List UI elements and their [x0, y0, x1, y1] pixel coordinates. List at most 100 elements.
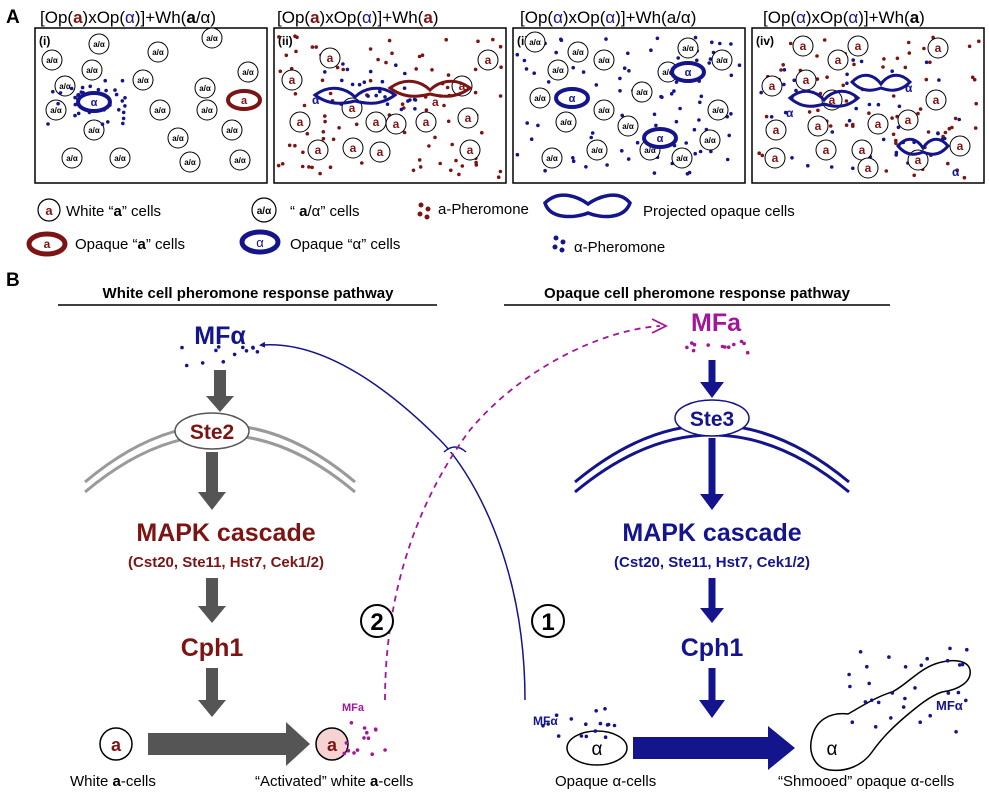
cell-glyph: a/α [137, 76, 149, 85]
white-pheromone-dots [180, 345, 260, 368]
pheromone-dot [546, 722, 550, 726]
pheromone-dot [374, 728, 378, 732]
pheromone-dot [605, 163, 609, 167]
pheromone-dot [635, 140, 640, 145]
white-aalpha-cell [167, 127, 189, 149]
cell-glyph: a/α [93, 40, 105, 49]
pheromone-dot [954, 730, 958, 734]
legend-alpha-pheromone-dot [559, 247, 565, 253]
cell-glyph: a [467, 143, 474, 157]
signal-1-arrow [259, 341, 526, 701]
pheromone-dot [584, 734, 589, 739]
opaque-pathway-title: Opaque cell pheromone response pathway [544, 285, 851, 302]
white-aalpha-cell [529, 87, 551, 109]
projected-cell-glyph: α [905, 81, 913, 95]
white-a-cell [415, 111, 437, 133]
shmooed-alpha-cell [810, 659, 971, 772]
pheromone-dot [867, 102, 872, 107]
pheromone-dot [121, 110, 126, 115]
pheromone-dot [366, 736, 371, 740]
pheromone-dot [314, 45, 319, 49]
legend-opaque-alpha-label: Opaque “α” cells [290, 236, 400, 253]
white-a-cell [319, 47, 341, 69]
pheromone-dot [956, 690, 961, 695]
pheromone-dot [341, 67, 346, 72]
pheromone-dot [729, 42, 733, 46]
pheromone-dot [430, 68, 434, 72]
pheromone-dot [88, 84, 92, 89]
pheromone-dot [903, 665, 908, 669]
pheromone-dot [947, 126, 952, 131]
pheromone-dot [887, 655, 891, 659]
pheromone-dot [674, 119, 679, 124]
white-aalpha-cell [149, 99, 171, 121]
white-a-cell [925, 89, 947, 111]
pheromone-dot [674, 80, 679, 84]
shmooed-alpha-glyph: α [827, 739, 838, 760]
pheromone-dot [300, 164, 305, 169]
pheromone-dot [424, 108, 429, 112]
pheromone-dot [806, 163, 810, 168]
pheromone-dot [693, 151, 697, 156]
ste2-receptor [174, 412, 250, 450]
pheromone-dot [919, 663, 924, 668]
cell-glyph: a [815, 119, 822, 133]
pheromone-dot [816, 108, 820, 113]
white-a-cell [764, 147, 786, 169]
white-a-cell [761, 75, 783, 97]
white-aalpha-cell [617, 115, 639, 137]
pheromone-dot [120, 78, 125, 83]
panel-i-frame [34, 27, 268, 184]
pheromone-dot [221, 360, 226, 364]
white-aalpha-cell [179, 151, 201, 173]
white-a-cell [307, 139, 329, 161]
pheromone-dot [618, 89, 622, 93]
pheromone-dot [699, 94, 704, 99]
pheromone-dot [294, 49, 298, 54]
pheromone-dot [884, 169, 889, 173]
pheromone-dot [402, 130, 407, 135]
pheromone-dot [781, 63, 785, 67]
white-mapk-components: (Cst20, Ste11, Hst7, Cek1/2) [128, 554, 324, 571]
pheromone-dot [830, 130, 835, 134]
pheromone-dot [442, 103, 446, 108]
panel-a-letter: A [6, 7, 20, 28]
projected-opaque-cell [787, 89, 861, 108]
white-aalpha-cell [631, 81, 653, 103]
legend-a-pheromone-dot [424, 214, 430, 220]
cell-glyph: a [859, 143, 866, 157]
caption-activated: “Activated” white a-cells [255, 773, 413, 790]
pheromone-dot [556, 734, 561, 738]
cell-glyph: a/α [552, 66, 564, 75]
cell-glyph: a [297, 115, 304, 129]
cell-glyph: a/α [676, 154, 688, 163]
pheromone-dot [891, 94, 896, 98]
pheromone-dot [323, 114, 327, 118]
cell-glyph: a/α [242, 68, 254, 77]
pheromone-dot [945, 658, 950, 663]
pheromone-dot [603, 707, 607, 711]
pheromone-dot [962, 175, 967, 180]
pheromone-dot [345, 67, 350, 72]
pheromone-dot [847, 118, 852, 123]
cell-glyph: a/α [598, 56, 610, 65]
white-mapk-label: MAPK cascade [136, 519, 315, 547]
pheromone-dot [293, 92, 298, 96]
pheromone-dot [612, 723, 617, 728]
pheromone-dot [906, 40, 911, 45]
pheromone-dot [946, 691, 951, 695]
white-aalpha-cell [229, 149, 251, 171]
pheromone-dot [815, 54, 819, 58]
pheromone-dot [822, 38, 827, 42]
pheromone-dot [200, 361, 205, 365]
activated-a-cell [315, 727, 349, 761]
pheromone-dot [454, 158, 458, 163]
pheromone-dot [417, 54, 422, 59]
cell-glyph: a [915, 153, 922, 167]
signal-2-arrow [384, 325, 661, 701]
pheromone-dot [180, 345, 184, 350]
pheromone-dot [873, 725, 878, 729]
pheromone-dot [851, 122, 855, 127]
pheromone-dot [953, 116, 958, 121]
pheromone-dot [847, 672, 851, 677]
